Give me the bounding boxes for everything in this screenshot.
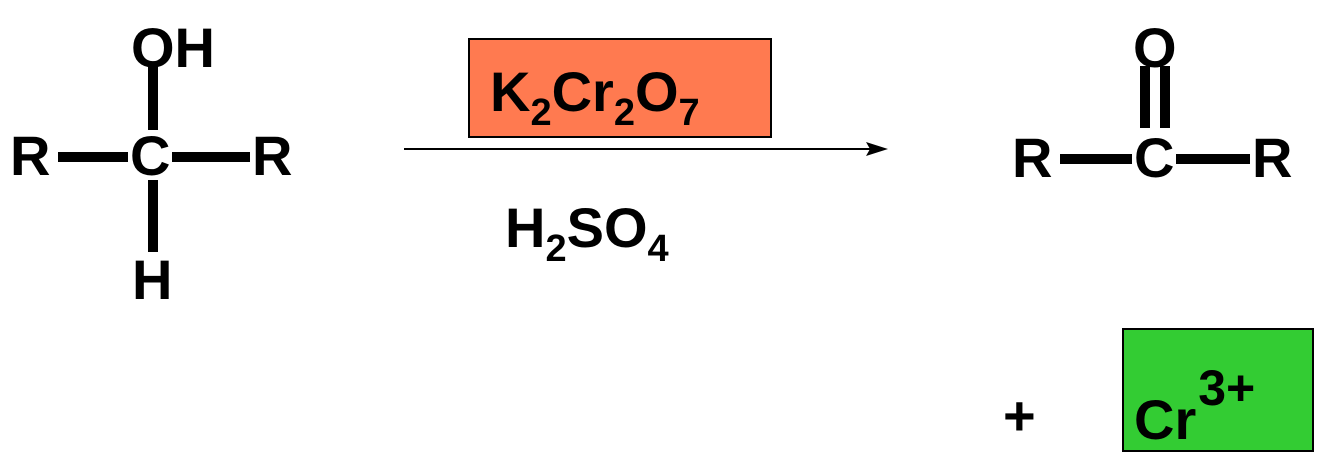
reactant-r-left: R — [10, 124, 51, 187]
reaction-arrow — [404, 142, 888, 156]
chromium-charge: 3+ — [1198, 360, 1256, 416]
product-r-left: R — [1012, 126, 1053, 189]
plus-sign: + — [1003, 384, 1036, 447]
reactant-oh-group: OH — [131, 16, 215, 79]
oxidant-k-subscript: 2 — [530, 92, 552, 134]
product-double-bond-a — [1140, 66, 1150, 128]
product-carbon: C — [1134, 126, 1175, 189]
acid-so: SO — [566, 196, 648, 259]
chromium-symbol: Cr — [1134, 388, 1197, 451]
product-bond-r-c-left — [1060, 154, 1132, 164]
oxidant-cr-subscript: 2 — [613, 92, 635, 134]
product-double-bond-b — [1160, 66, 1170, 128]
reactant-bond-c-h — [148, 180, 158, 252]
reactant-hydrogen: H — [132, 248, 173, 311]
oxidant-k: K — [490, 60, 531, 123]
reactant-r-right: R — [252, 124, 293, 187]
oxidant-o: O — [634, 60, 679, 123]
acid-condition: H2SO4 — [505, 200, 669, 269]
reactant-bond-c-r-right — [172, 152, 250, 162]
acid-so-subscript: 4 — [647, 228, 669, 270]
product-r-right: R — [1252, 126, 1293, 189]
reactant-bond-c-o — [148, 66, 158, 130]
acid-h-subscript: 2 — [545, 228, 567, 270]
reactant-bond-r-c-left — [58, 152, 128, 162]
oxidant-cr: Cr — [551, 60, 614, 123]
reactant-carbon: C — [130, 124, 171, 187]
acid-h: H — [505, 196, 546, 259]
chromium-ion-box: Cr3+ — [1122, 328, 1314, 452]
oxidant-box: K2Cr2O7 — [468, 38, 772, 138]
oxidant-formula: K2Cr2O7 — [490, 64, 700, 133]
oxidant-o-subscript: 7 — [678, 92, 700, 134]
product-bond-c-r-right — [1176, 154, 1250, 164]
chromium-ion: Cr3+ — [1134, 363, 1255, 451]
